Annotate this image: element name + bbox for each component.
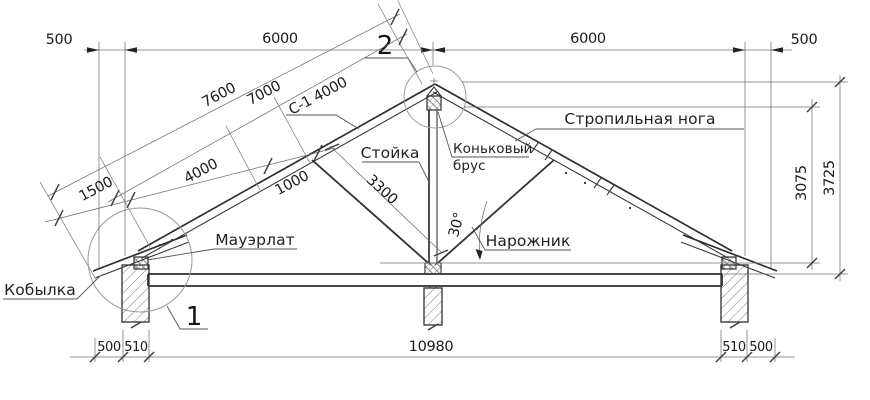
right-kobylka bbox=[682, 234, 778, 272]
center-post bbox=[424, 110, 442, 275]
ridge-beam-label-line1: Коньковый bbox=[453, 141, 532, 157]
dim-bottom-left-wall: 510 bbox=[124, 340, 148, 355]
mauerlat-label: Мауэрлат bbox=[215, 231, 295, 249]
part-labels: Стропильная нога Коньковый брус Стойка Н… bbox=[3, 110, 744, 300]
dim-top-left-overhang: 500 bbox=[46, 32, 73, 48]
dim-post-diagonal: 3300 bbox=[363, 172, 400, 208]
ceiling-beam bbox=[147, 273, 723, 288]
pillar-axis-tick bbox=[427, 323, 439, 331]
top-dimensions: 500 6000 6000 500 bbox=[46, 31, 818, 268]
member-mark-leader bbox=[286, 114, 360, 130]
marker1-leader bbox=[166, 305, 208, 330]
ridge-detail-circle bbox=[403, 65, 467, 129]
dim-bottom-span: 10980 bbox=[409, 339, 454, 355]
ridge-beam-label-line2: брус bbox=[453, 158, 486, 174]
post-label: Стойка bbox=[361, 144, 420, 162]
rafter-splice-mark bbox=[530, 142, 539, 154]
dim-top-left-span: 6000 bbox=[262, 31, 298, 47]
ridge-beam bbox=[426, 95, 442, 111]
dim-height-outer: 3725 bbox=[822, 160, 838, 196]
right-wall-axis-tick bbox=[729, 321, 741, 329]
post-base bbox=[424, 262, 442, 275]
bottom-dimensions: 500 510 10980 510 500 bbox=[70, 330, 795, 363]
detail-marker-1: 1 bbox=[186, 302, 203, 332]
inner-diagonals bbox=[311, 159, 555, 266]
ridge-assembly bbox=[426, 78, 442, 111]
left-wall-axis-tick bbox=[130, 321, 142, 329]
roof-angle-annotation: 30° bbox=[446, 200, 488, 260]
dim-slope-total: 7600 bbox=[200, 80, 239, 111]
dim-roof-angle: 30° bbox=[446, 211, 468, 239]
rafter-label: Стропильная нога bbox=[564, 110, 715, 128]
dim-top-right-overhang: 500 bbox=[791, 32, 818, 48]
left-wall bbox=[121, 264, 150, 323]
dim-bottom-left-overhang: 500 bbox=[97, 340, 121, 355]
dim-height-inner: 3075 bbox=[794, 165, 810, 201]
kobylka-label: Кобылка bbox=[4, 281, 76, 299]
dim-bottom-right-overhang: 500 bbox=[749, 340, 773, 355]
center-pillar bbox=[423, 287, 443, 326]
dim-top-right-span: 6000 bbox=[570, 31, 606, 47]
rafters bbox=[92, 83, 778, 279]
dim-bottom-right-wall: 510 bbox=[722, 340, 746, 355]
height-dimensions: 3075 3725 bbox=[462, 75, 848, 281]
jack-rafter-label: Нарожник bbox=[486, 232, 571, 250]
right-wall bbox=[720, 264, 749, 323]
eave-detail-circle bbox=[87, 207, 193, 313]
dim-chain-1: 1500 bbox=[77, 174, 116, 205]
left-kobylka bbox=[92, 234, 188, 272]
mauerlat-beams bbox=[133, 256, 737, 270]
masonry-walls bbox=[121, 264, 749, 331]
